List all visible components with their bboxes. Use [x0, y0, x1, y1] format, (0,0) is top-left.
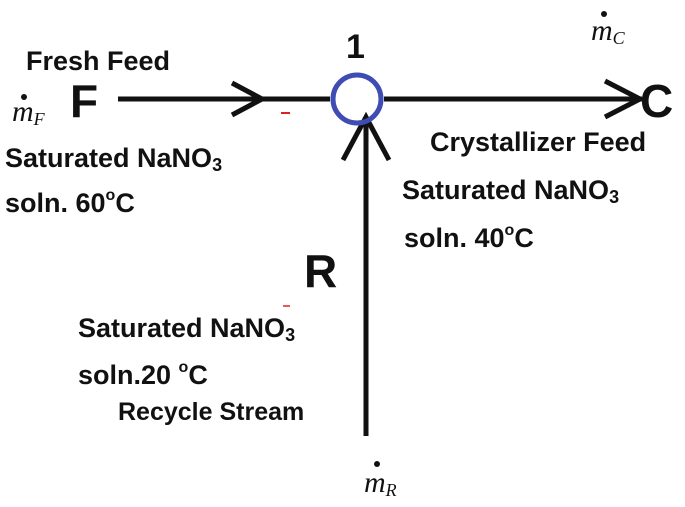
desc-text: soln. 60	[5, 188, 106, 218]
mass-subscript: C	[612, 28, 625, 48]
degree-mark: o	[178, 359, 189, 376]
fresh-feed-desc-line1: Saturated NaNO3	[5, 143, 223, 175]
recycle-mass-flow: mR	[364, 466, 397, 500]
desc-subscript: 3	[212, 155, 223, 175]
mass-subscript: F	[33, 109, 45, 129]
fresh-feed-mass-dot	[21, 94, 27, 100]
crystallizer-mass-flow: mC	[591, 14, 625, 48]
crystallizer-feed-title: Crystallizer Feed	[430, 127, 647, 157]
desc-text: soln.20	[78, 360, 179, 390]
desc-text: Saturated NaNO	[5, 143, 213, 173]
fresh-feed-arrowhead	[230, 80, 268, 118]
recycle-arrowhead	[340, 111, 392, 162]
degree-mark: o	[105, 187, 116, 204]
mixing-node-circle	[330, 72, 384, 126]
fresh-feed-mass-flow: mF	[12, 95, 45, 129]
desc-subscript: 3	[609, 187, 620, 207]
crystallizer-feed-arrowhead	[603, 78, 646, 120]
fresh-feed-title: Fresh Feed	[26, 46, 171, 76]
mass-symbol: m	[364, 466, 386, 499]
desc-text: soln. 40	[404, 223, 505, 253]
recycle-desc-line1: Saturated NaNO3	[78, 313, 296, 345]
node-label: 1	[346, 28, 365, 66]
fresh-feed-desc-line2: soln. 60oC	[5, 188, 135, 217]
crystallizer-desc-line1: Saturated NaNO3	[402, 175, 620, 207]
recycle-letter: R	[304, 245, 338, 297]
mass-symbol: m	[12, 95, 34, 128]
crystallizer-letter: C	[640, 75, 674, 127]
desc-subscript: 3	[285, 325, 296, 345]
desc-unit: C	[115, 188, 135, 218]
recycle-mass-dot	[374, 461, 380, 467]
crystallizer-mass-dot	[601, 11, 607, 17]
degree-mark: o	[504, 222, 515, 239]
desc-text: Saturated NaNO	[78, 313, 286, 343]
crystallizer-desc-line2: soln. 40oC	[404, 223, 534, 252]
recycle-stream-title: Recycle Stream	[118, 398, 305, 426]
mass-symbol: m	[591, 14, 613, 47]
desc-unit: C	[514, 223, 534, 253]
desc-text: Saturated NaNO	[402, 175, 610, 205]
mass-subscript: R	[385, 480, 397, 500]
desc-unit: C	[188, 360, 208, 390]
recycle-desc-line2: soln.20 oC	[78, 360, 208, 389]
fresh-feed-letter: F	[70, 75, 99, 127]
